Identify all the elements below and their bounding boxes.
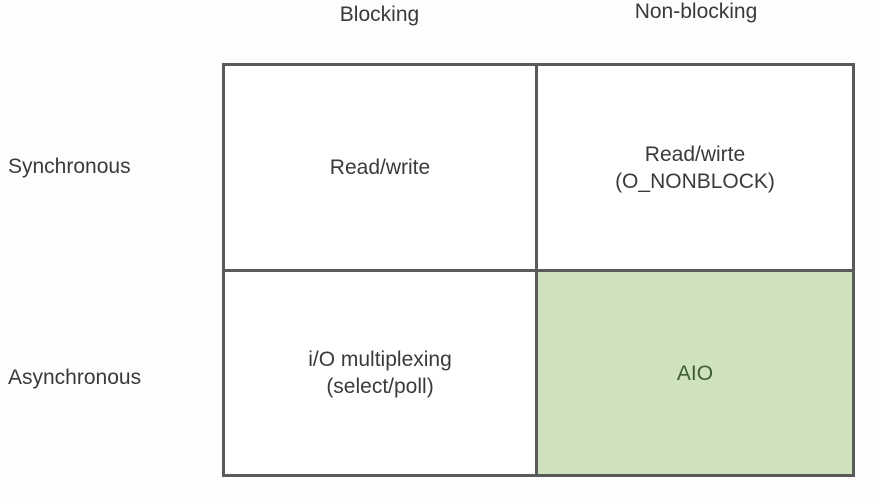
cell-synchronous-non-blocking: Read/wirte (O_NONBLOCK)	[538, 66, 852, 272]
cell-line: AIO	[676, 361, 714, 385]
cell-text: AIO	[677, 360, 713, 387]
cell-synchronous-blocking: Read/write	[225, 66, 538, 272]
column-header-non-blocking: Non-blocking	[634, 0, 758, 23]
cell-line: i/O multiplexing	[308, 348, 452, 371]
cell-text: Read/wirte (O_NONBLOCK)	[615, 141, 775, 195]
cell-text: i/O multiplexing (select/poll)	[308, 346, 452, 400]
row-header-synchronous: Synchronous	[8, 155, 131, 178]
cell-asynchronous-blocking: i/O multiplexing (select/poll)	[225, 272, 538, 474]
cell-text: Read/write	[330, 154, 430, 181]
column-header-blocking: Blocking	[339, 3, 420, 26]
matrix-table: Read/write Read/wirte (O_NONBLOCK) i/O m…	[222, 63, 855, 477]
cell-line: Read/write	[329, 156, 431, 179]
cell-line: (O_NONBLOCK)	[615, 169, 775, 193]
cell-asynchronous-non-blocking-aio: AIO	[538, 272, 852, 474]
cell-line: Read/wirte	[644, 142, 746, 166]
cell-line: (select/poll)	[326, 375, 434, 398]
row-header-asynchronous: Asynchronous	[8, 366, 142, 389]
